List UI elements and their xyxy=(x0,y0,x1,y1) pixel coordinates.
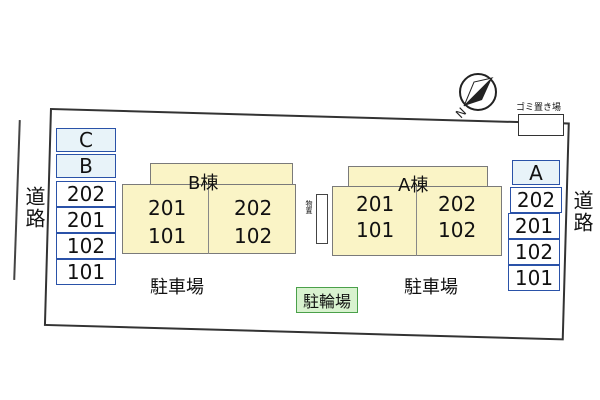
room-102: 102 xyxy=(438,218,477,242)
building-a xyxy=(332,186,502,256)
parking-slot-101: 101 xyxy=(508,265,560,291)
parking-slot-201: 201 xyxy=(56,207,116,233)
trash-area-label: ゴミ置き場 xyxy=(516,103,562,113)
storage-label: 物置 xyxy=(305,200,313,214)
building-b-upper xyxy=(150,163,293,185)
room-202: 202 xyxy=(438,192,477,216)
parking-slot-b: B xyxy=(56,154,116,178)
bicycle-parking: 駐輪場 xyxy=(296,287,358,313)
building-b-title: B棟 xyxy=(188,173,219,194)
parking-slot-202: 202 xyxy=(56,181,116,207)
room-202: 202 xyxy=(234,196,273,220)
room-102: 102 xyxy=(234,224,273,248)
room-201: 201 xyxy=(148,196,187,220)
building-a-upper xyxy=(348,166,488,188)
parking-slot-202: 202 xyxy=(510,187,562,213)
unit-divider xyxy=(208,184,209,254)
road-label-left: 道路 xyxy=(22,186,46,230)
parking-slot-102: 102 xyxy=(508,239,560,265)
north-arrow-icon: N xyxy=(453,73,497,120)
storage-shed xyxy=(316,194,328,244)
room-101: 101 xyxy=(356,218,395,242)
parking-slot-101: 101 xyxy=(56,259,116,285)
room-101: 101 xyxy=(148,224,187,248)
parking-area-left: 駐車場 xyxy=(150,277,204,298)
unit-divider xyxy=(416,186,417,256)
parking-slot-201: 201 xyxy=(508,213,560,239)
parking-area-right: 駐車場 xyxy=(404,277,458,298)
trash-area xyxy=(518,114,564,136)
parking-slot-a: A xyxy=(512,160,560,185)
road-label-right: 道路 xyxy=(570,190,594,234)
parking-slot-102: 102 xyxy=(56,233,116,259)
building-b xyxy=(122,184,296,254)
room-201: 201 xyxy=(356,192,395,216)
parking-slot-c: C xyxy=(56,128,116,152)
building-a-title: A棟 xyxy=(398,175,429,196)
